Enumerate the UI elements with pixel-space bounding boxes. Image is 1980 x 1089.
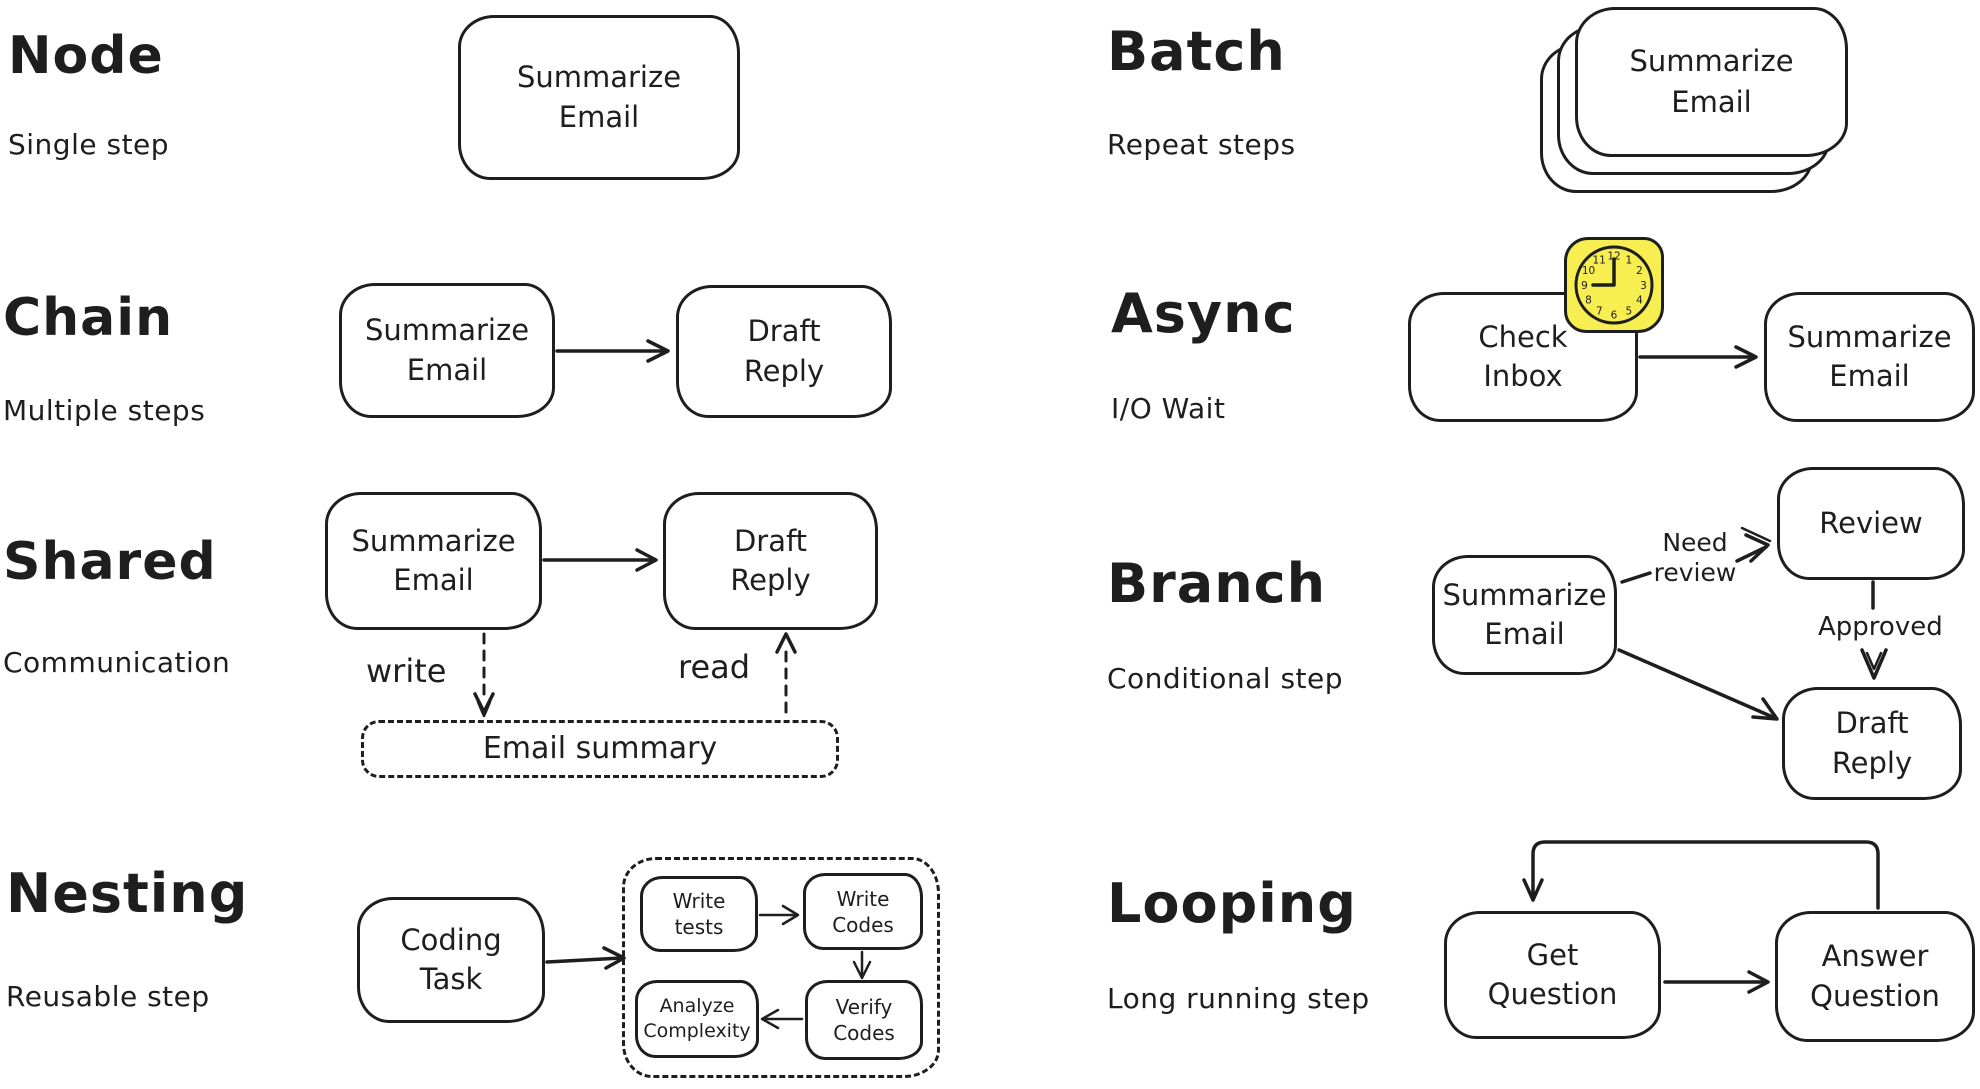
svg-text:12: 12 <box>1607 250 1620 262</box>
nesting-analyze-complexity-box: Analyze Complexity <box>635 980 759 1058</box>
branch-diagonal-arrow <box>1617 648 1779 721</box>
svg-text:8: 8 <box>1585 295 1592 307</box>
svg-text:3: 3 <box>1640 280 1647 292</box>
shared-write-arrow <box>473 632 495 718</box>
branch-summarize-email-box: Summarize Email <box>1432 555 1617 675</box>
batch-subtitle: Repeat steps <box>1107 128 1296 161</box>
branch-review-box: Review <box>1777 467 1965 580</box>
async-arrow <box>1638 345 1758 369</box>
svg-text:7: 7 <box>1596 305 1603 317</box>
batch-title: Batch <box>1107 20 1286 83</box>
looping-get-question-box: Get Question <box>1444 911 1661 1039</box>
looping-back-arrow <box>1522 840 1880 910</box>
svg-text:9: 9 <box>1581 280 1588 292</box>
nesting-subtitle: Reusable step <box>6 980 210 1013</box>
branch-need-review-leader <box>1620 571 1652 584</box>
nesting-write-codes-box: Write Codes <box>803 873 923 950</box>
svg-text:11: 11 <box>1593 254 1606 266</box>
svg-text:1: 1 <box>1625 254 1632 266</box>
chain-subtitle: Multiple steps <box>3 394 206 427</box>
shared-title: Shared <box>3 532 217 592</box>
branch-title: Branch <box>1107 552 1327 615</box>
branch-need-review-arrow <box>1735 526 1772 563</box>
shared-email-summary-store: Email summary <box>361 720 839 778</box>
batch-summarize-email-card: Summarize Email <box>1575 7 1848 157</box>
branch-draft-reply-box: Draft Reply <box>1782 687 1962 800</box>
node-title: Node <box>8 26 164 86</box>
looping-main-arrow <box>1663 970 1770 994</box>
looping-answer-question-box: Answer Question <box>1775 911 1975 1042</box>
async-title: Async <box>1111 282 1296 345</box>
chain-draft-reply-box: Draft Reply <box>676 285 892 418</box>
shared-arrow <box>542 548 658 572</box>
svg-text:6: 6 <box>1611 309 1618 321</box>
branch-subtitle: Conditional step <box>1107 662 1344 695</box>
nesting-title: Nesting <box>6 862 249 925</box>
svg-text:4: 4 <box>1636 295 1643 307</box>
looping-subtitle: Long running step <box>1107 982 1370 1015</box>
async-summarize-email-box: Summarize Email <box>1764 292 1975 422</box>
node-subtitle: Single step <box>8 128 170 161</box>
chain-summarize-email-box: Summarize Email <box>339 283 555 418</box>
nesting-coding-task-box: Coding Task <box>357 897 545 1023</box>
branch-approved-label: Approved <box>1818 612 1943 642</box>
shared-subtitle: Communication <box>3 646 231 679</box>
shared-draft-reply-box: Draft Reply <box>663 492 878 630</box>
chain-title: Chain <box>3 288 174 348</box>
svg-text:10: 10 <box>1582 265 1595 277</box>
node-summarize-email-box: Summarize Email <box>458 15 740 180</box>
branch-need-review-label: Need review <box>1653 528 1737 587</box>
svg-text:5: 5 <box>1625 305 1632 317</box>
nesting-main-arrow <box>545 946 626 970</box>
shared-write-label: write <box>366 652 447 690</box>
nesting-verify-codes-box: Verify Codes <box>805 980 923 1060</box>
svg-text:2: 2 <box>1636 265 1643 277</box>
chain-arrow <box>555 339 670 363</box>
looping-title: Looping <box>1107 872 1357 935</box>
shared-read-arrow <box>775 632 797 714</box>
nesting-write-tests-box: Write tests <box>640 876 758 952</box>
shared-read-label: read <box>678 648 751 686</box>
async-subtitle: I/O Wait <box>1111 392 1226 425</box>
shared-summarize-email-box: Summarize Email <box>325 492 542 630</box>
